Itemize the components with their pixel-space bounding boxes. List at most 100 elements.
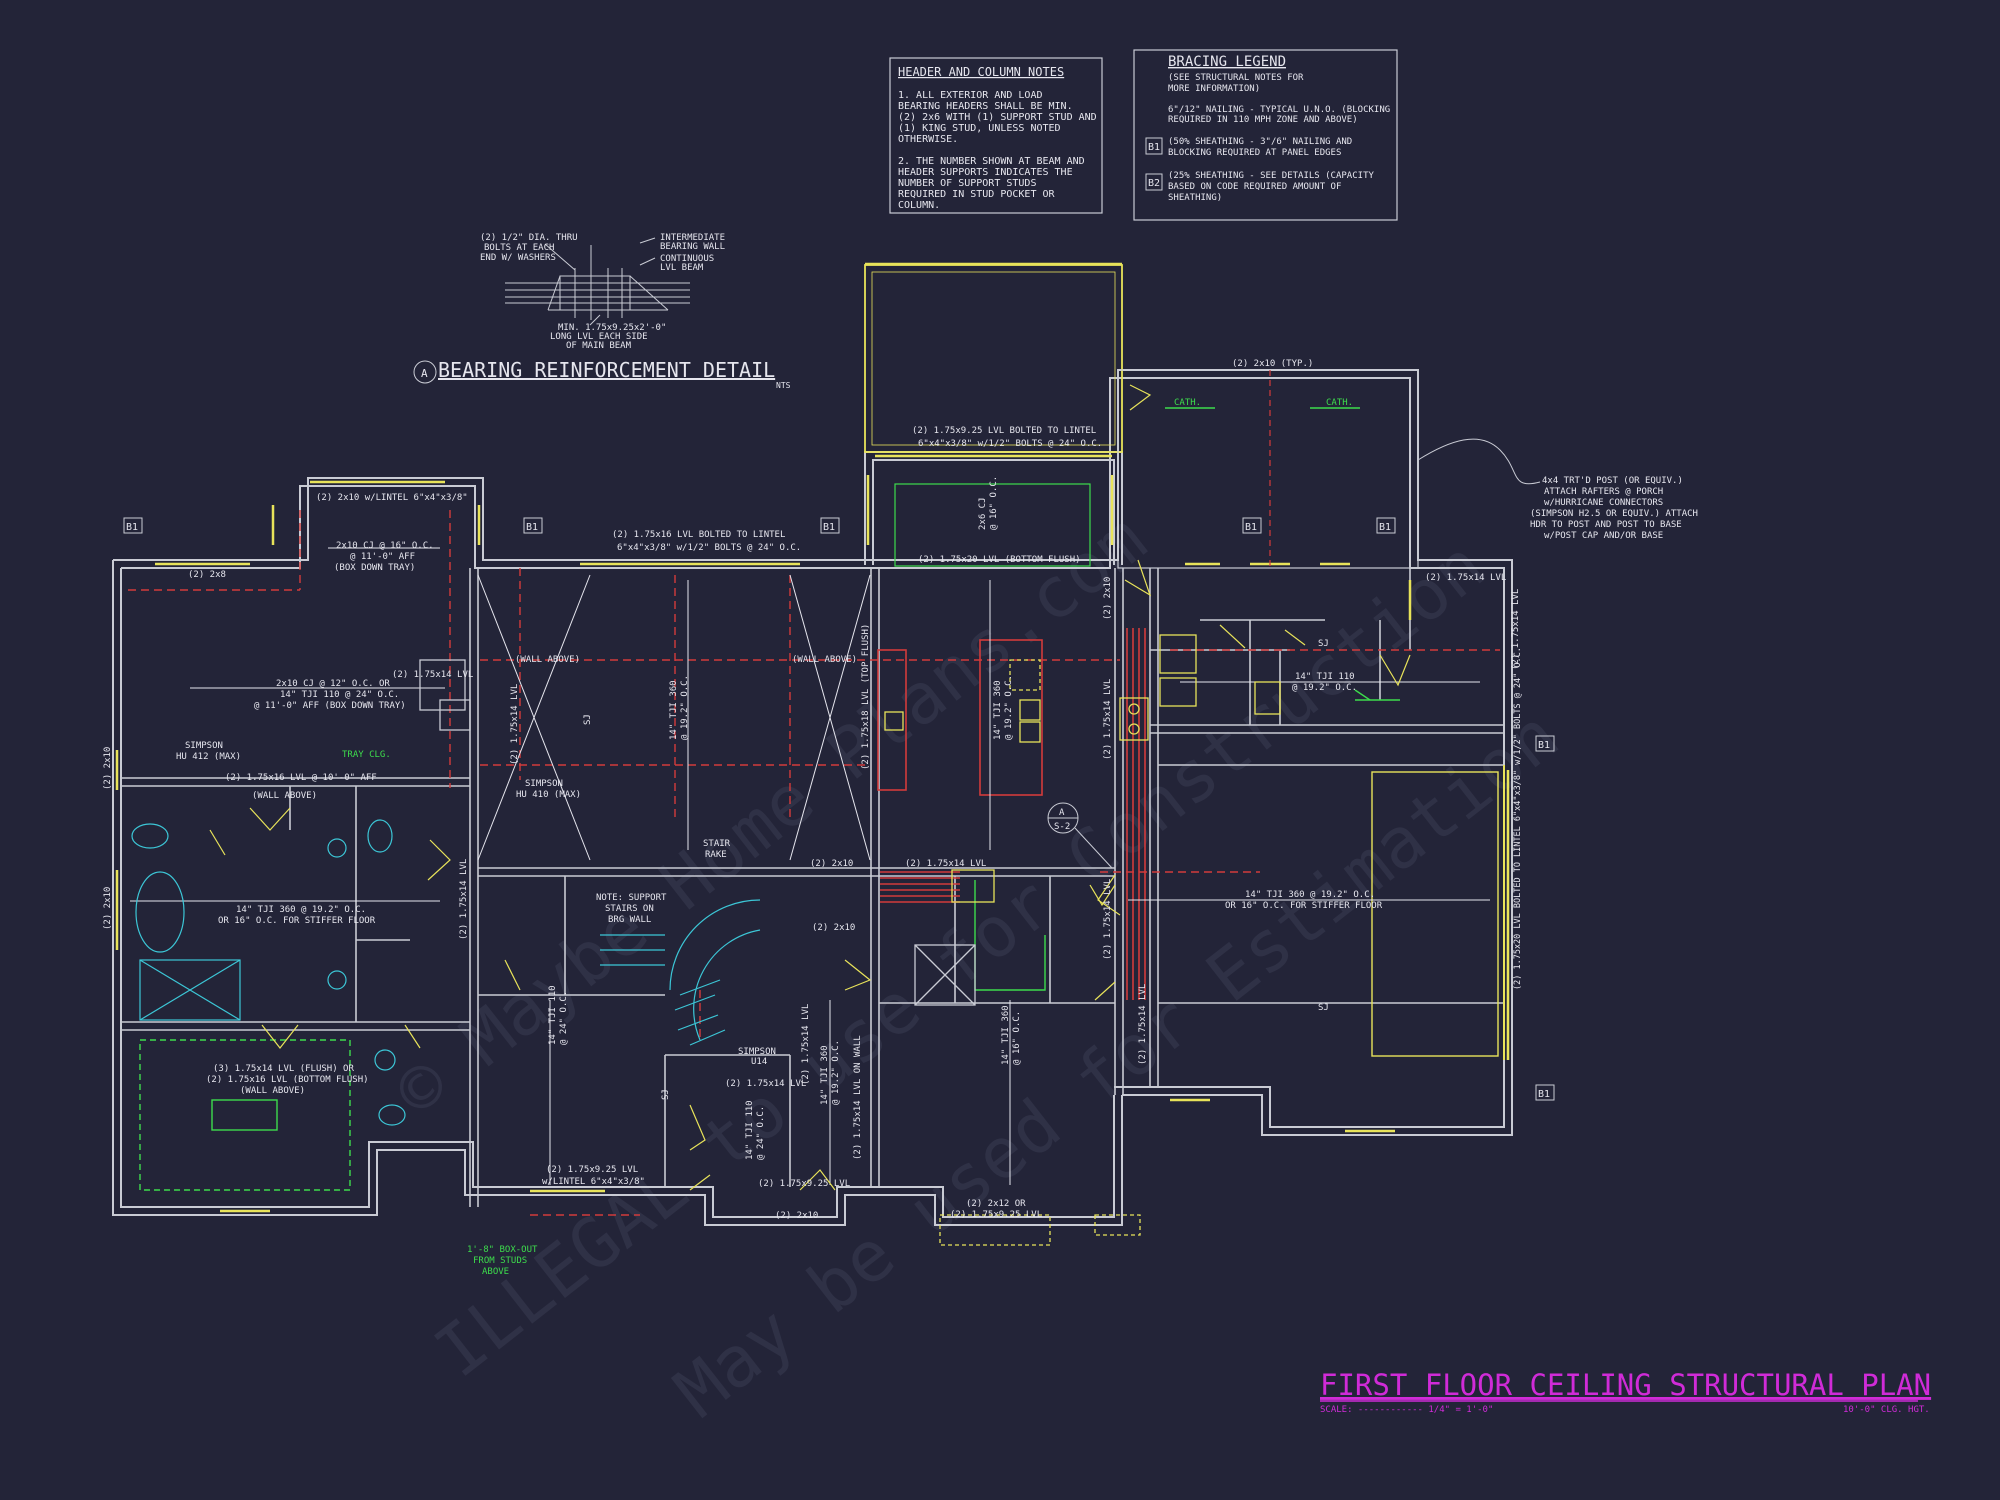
tji-360-192-label: @ 19.2" O.C. bbox=[1004, 675, 1014, 740]
header-note-line: 2. THE NUMBER SHOWN AT BEAM AND bbox=[898, 156, 1085, 167]
green-features bbox=[139, 407, 1400, 1191]
lvl-top-flush-label: (2) 1.75x18 LVL (TOP FLUSH) bbox=[861, 624, 871, 770]
watermark: © Maybe Home Plans.com ILLEGAL to use fo… bbox=[380, 498, 1574, 1433]
lvl-1475-v-label: (2) 1.75x14 LVL bbox=[801, 1004, 811, 1085]
red-beams bbox=[128, 510, 1500, 1216]
2x10-label: (2) 2x10 bbox=[810, 859, 853, 869]
lvl-1475-v-label: (2) 1.75x14 LVL bbox=[510, 684, 520, 765]
cath-label: CATH. bbox=[1326, 398, 1353, 408]
bracing-legend-sub: (SEE STRUCTURAL NOTES FOR bbox=[1168, 73, 1304, 83]
bracing-legend-box: BRACING LEGEND (SEE STRUCTURAL NOTES FOR… bbox=[1133, 49, 1398, 221]
detail-bolts: (2) 1/2" DIA. THRU bbox=[480, 233, 578, 243]
plan-title: FIRST FLOOR CEILING STRUCTURAL PLAN bbox=[1320, 1368, 1931, 1402]
lvl-aff-label: (2) 1.75x16 LVL @ 10'-0" AFF bbox=[225, 773, 377, 783]
red-members bbox=[877, 628, 1146, 1000]
beam-top-label: 6"x4"x3/8" w/1/2" BOLTS @ 24" O.C. bbox=[918, 439, 1102, 449]
porch-post-label: 4x4 TRT'D POST (OR EQUIV.) bbox=[1542, 476, 1683, 486]
lvl-1475-label: (2) 1.75x14 LVL bbox=[725, 1079, 806, 1089]
box-out-label: ABOVE bbox=[482, 1267, 509, 1277]
title-block: FIRST FLOOR CEILING STRUCTURAL PLAN SCAL… bbox=[1320, 1368, 1931, 1415]
cj-box-label: 2x10 CJ @ 12" O.C. OR bbox=[276, 679, 390, 689]
b1-legend-tag-label: B1 bbox=[1148, 142, 1160, 153]
lvl-925-lintel-label: (2) 1.75x9.25 LVL bbox=[546, 1165, 638, 1175]
tji-24-label: @ 24" O.C. bbox=[756, 1106, 766, 1160]
2x10-label: (2) 2x10 bbox=[103, 887, 113, 930]
header-note-line: NUMBER OF SUPPORT STUDS bbox=[898, 178, 1036, 189]
header-note-line: HEADER SUPPORTS INDICATES THE bbox=[898, 167, 1073, 178]
b2-legend-tag bbox=[1145, 173, 1163, 191]
section-marker bbox=[1047, 802, 1113, 869]
simpson-412-label: SIMPSON bbox=[185, 741, 223, 751]
beam-mid-label: 6"x4"x3/8" w/1/2" BOLTS @ 24" O.C. bbox=[617, 543, 801, 553]
b1-tag-label: B1 bbox=[1379, 522, 1391, 533]
detail-bolts: BOLTS AT EACH bbox=[484, 243, 554, 253]
lvl-2x12-label: (2) 2x12 OR bbox=[966, 1199, 1026, 1209]
wall-above-label: (WALL ABOVE) bbox=[792, 655, 857, 665]
b2-legend-line: SHEATHING) bbox=[1168, 193, 1222, 203]
joist-arrows bbox=[130, 547, 1490, 1185]
lvl-1475-label: (2) 1.75x14 LVL bbox=[392, 670, 473, 680]
sj-label: SJ bbox=[583, 714, 593, 725]
detail-title: BEARING REINFORCEMENT DETAIL bbox=[438, 358, 775, 382]
lvl-bottom-flush-label: (2) 1.75x20 LVL (BOTTOM FLUSH) bbox=[918, 555, 1081, 565]
wall-above-label: (WALL ABOVE) bbox=[252, 791, 317, 801]
lintel-left-label: (2) 2x10 w/LINTEL 6"x4"x3/8" bbox=[316, 493, 468, 503]
plan-scale: SCALE: ------------ 1/4" = 1'-0" bbox=[1320, 1405, 1493, 1415]
lvl-1475-label: (2) 1.75x14 LVL bbox=[1425, 573, 1506, 583]
lvl-flush-label: (WALL ABOVE) bbox=[240, 1086, 305, 1096]
porch-post-label: HDR TO POST AND POST TO BASE bbox=[1530, 520, 1682, 530]
2x10-label: (2) 2x10 bbox=[775, 1211, 818, 1221]
lvl-2x12-label: (2) 1.75x9.25 LVL bbox=[758, 1179, 850, 1189]
tji-master-label: OR 16" O.C. FOR STIFFER FLOOR bbox=[218, 916, 376, 926]
porch-post-label: w/POST CAP AND/OR BASE bbox=[1544, 531, 1663, 541]
detail-continuous: LVL BEAM bbox=[660, 263, 704, 273]
cj-box-label: @ 11'-0" AFF (BOX DOWN TRAY) bbox=[254, 701, 406, 711]
header-note-line: COLUMN. bbox=[898, 200, 940, 211]
simpson-u14-label: U14 bbox=[751, 1057, 767, 1067]
detail-intermediate: INTERMEDIATE bbox=[660, 233, 725, 243]
cj-2x6-label: 2x6 CJ bbox=[978, 497, 988, 530]
b1-tag-label: B1 bbox=[526, 522, 538, 533]
b1-tag-label: B1 bbox=[126, 522, 138, 533]
b1-legend-tag bbox=[1145, 137, 1163, 155]
lvl-1475-v-label: (2) 1.75x14 LVL bbox=[1511, 589, 1521, 670]
door-swings bbox=[209, 384, 1411, 1191]
header-note-line: (2) 2x6 WITH (1) SUPPORT STUD AND bbox=[898, 112, 1097, 123]
tji-24-label: @ 24" O.C. bbox=[559, 991, 569, 1045]
section-marker-text: A S-2 bbox=[1054, 808, 1070, 832]
b2-legend-line: (25% SHEATHING - SEE DETAILS (CAPACITY bbox=[1168, 171, 1374, 181]
porch-post-label: w/HURRICANE CONNECTORS bbox=[1544, 498, 1663, 508]
detail-text: A BEARING REINFORCEMENT DETAIL NTS (2) 1… bbox=[421, 233, 791, 390]
box-out-label: FROM STUDS bbox=[473, 1256, 527, 1266]
tji-24-label: 14" TJI 110 bbox=[548, 985, 558, 1045]
wall-above-label: (WALL ABOVE) bbox=[515, 655, 580, 665]
sj-label: SJ bbox=[1318, 639, 1329, 649]
tji-garage-label: 14" TJI 360 @ 19.2" O.C. bbox=[1245, 890, 1375, 900]
2x10-label: (2) 2x10 bbox=[812, 923, 855, 933]
plan-ceiling-height: 10'-0" CLG. HGT. bbox=[1843, 1405, 1930, 1415]
b1-tag-labels: B1 B1 B1 B1 B1 B1 B1 bbox=[126, 522, 1550, 1100]
bracing-legend-sub: MORE INFORMATION) bbox=[1168, 84, 1260, 94]
stair-and-fixtures bbox=[131, 819, 761, 1126]
tji-360-192-label: 14" TJI 360 bbox=[993, 680, 1003, 740]
headers-yellow bbox=[115, 262, 1510, 1213]
b1-tags bbox=[123, 517, 1555, 1101]
tji-110-label: @ 19.2" O.C. bbox=[1292, 683, 1357, 693]
screened-porch bbox=[1117, 369, 1419, 569]
kitchen-appliances bbox=[419, 634, 1281, 1246]
header-note-line: REQUIRED IN STUD POCKET OR bbox=[898, 189, 1056, 200]
tray-clg-label: TRAY CLG. bbox=[342, 750, 391, 760]
detail-bolts: END W/ WASHERS bbox=[480, 253, 556, 263]
tji-garage-label: OR 16" O.C. FOR STIFFER FLOOR bbox=[1225, 901, 1383, 911]
lvl-flush-label: (3) 1.75x14 LVL (FLUSH) OR bbox=[213, 1064, 354, 1074]
tji-360-16-label: 14" TJI 360 bbox=[1001, 1005, 1011, 1065]
porch-leader bbox=[1417, 438, 1541, 485]
beam-mid-label: (2) 1.75x16 LVL BOLTED TO LINTEL bbox=[612, 530, 785, 540]
lvl-925-lintel-label: w/LINTEL 6"x4"x3/8" bbox=[542, 1177, 645, 1187]
b2-legend-line: BASED ON CODE REQUIRED AMOUNT OF bbox=[1168, 182, 1341, 192]
lvl-on-wall-label: (2) 1.75x14 LVL ON WALL bbox=[853, 1035, 863, 1160]
sj-label: SJ bbox=[661, 1089, 671, 1100]
tji-master-label: 14" TJI 360 @ 19.2" O.C. bbox=[236, 905, 366, 915]
sj-label: SJ bbox=[1318, 1003, 1329, 1013]
detail-continuous: CONTINUOUS bbox=[660, 254, 714, 264]
